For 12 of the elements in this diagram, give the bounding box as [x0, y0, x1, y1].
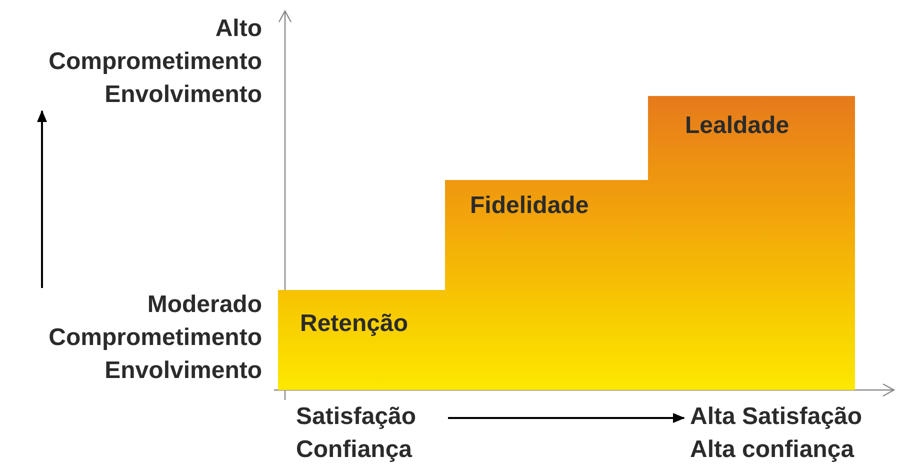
step-bar: [278, 290, 445, 390]
step-label: Retenção: [300, 310, 408, 338]
axis-label: Alto Comprometimento Envolvimento: [0, 12, 262, 111]
step-bar: [445, 180, 648, 390]
arrow: [448, 413, 685, 423]
step-bar: [648, 96, 855, 390]
axis-label: Alta Satisfação Alta confiança: [690, 400, 895, 466]
step-label: Fidelidade: [470, 192, 589, 220]
arrow: [37, 110, 47, 288]
step-label: Lealdade: [685, 112, 790, 140]
axis-label: Moderado Comprometimento Envolvimento: [0, 288, 262, 387]
axis-label: Satisfação Confiança: [296, 400, 446, 466]
